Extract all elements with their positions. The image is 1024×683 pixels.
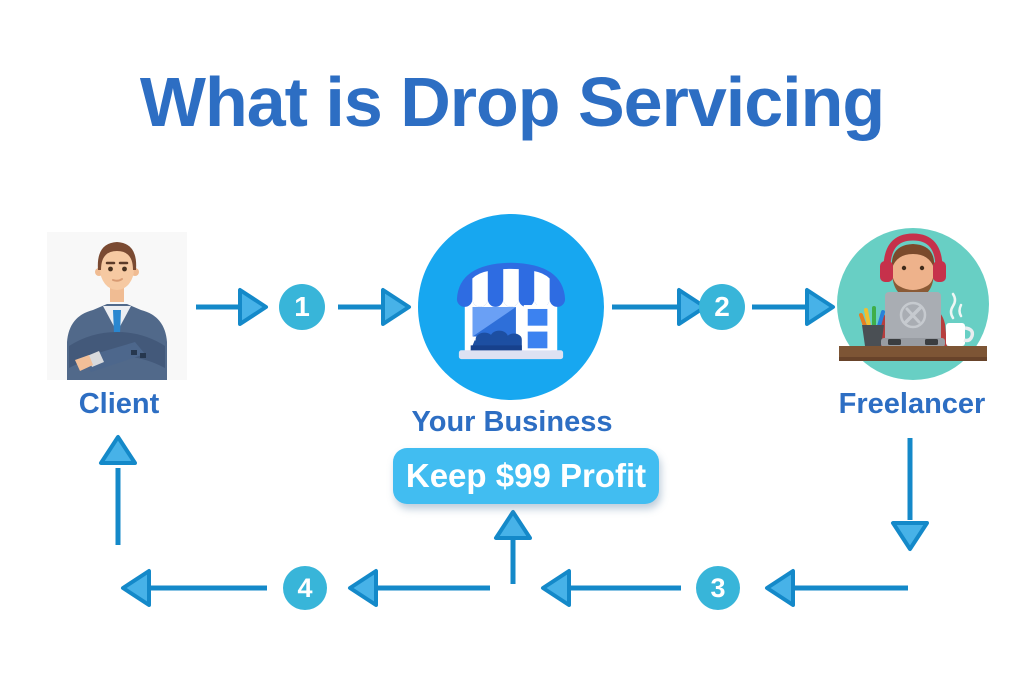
business-label: Your Business [411,406,613,438]
arrow-business-to-step2-icon [612,288,707,326]
step-circle-4: 4 [283,566,327,610]
freelancer-figure [833,228,993,386]
freelancer-label: Freelancer [838,388,986,420]
business-circle [418,214,604,400]
arrow-center-to-step4-icon [348,569,490,607]
arrow-step2-to-freelancer-icon [752,288,835,326]
arrow-up-to-client-icon [99,435,137,545]
arrow-freelancer-down-icon [891,438,929,551]
page-title: What is Drop Servicing [139,63,885,141]
arrow-step4-to-left-icon [121,569,267,607]
storefront-icon [456,262,566,360]
businessman-crossed-arms-icon [47,232,187,380]
client-figure [47,232,187,380]
arrow-step1-to-business-icon [338,288,411,326]
step-circle-2: 2 [699,284,745,330]
step-circle-1: 1 [279,284,325,330]
arrow-bottom-to-step3-icon [765,569,908,607]
profit-badge: Keep $99 Profit [393,448,659,504]
step-circle-3: 3 [696,566,740,610]
arrow-up-to-profit-badge-icon [494,510,532,584]
freelancer-at-laptop-icon [837,228,989,380]
arrow-client-to-step1-icon [196,288,268,326]
client-label: Client [78,388,160,420]
arrow-step3-to-center-icon [541,569,681,607]
